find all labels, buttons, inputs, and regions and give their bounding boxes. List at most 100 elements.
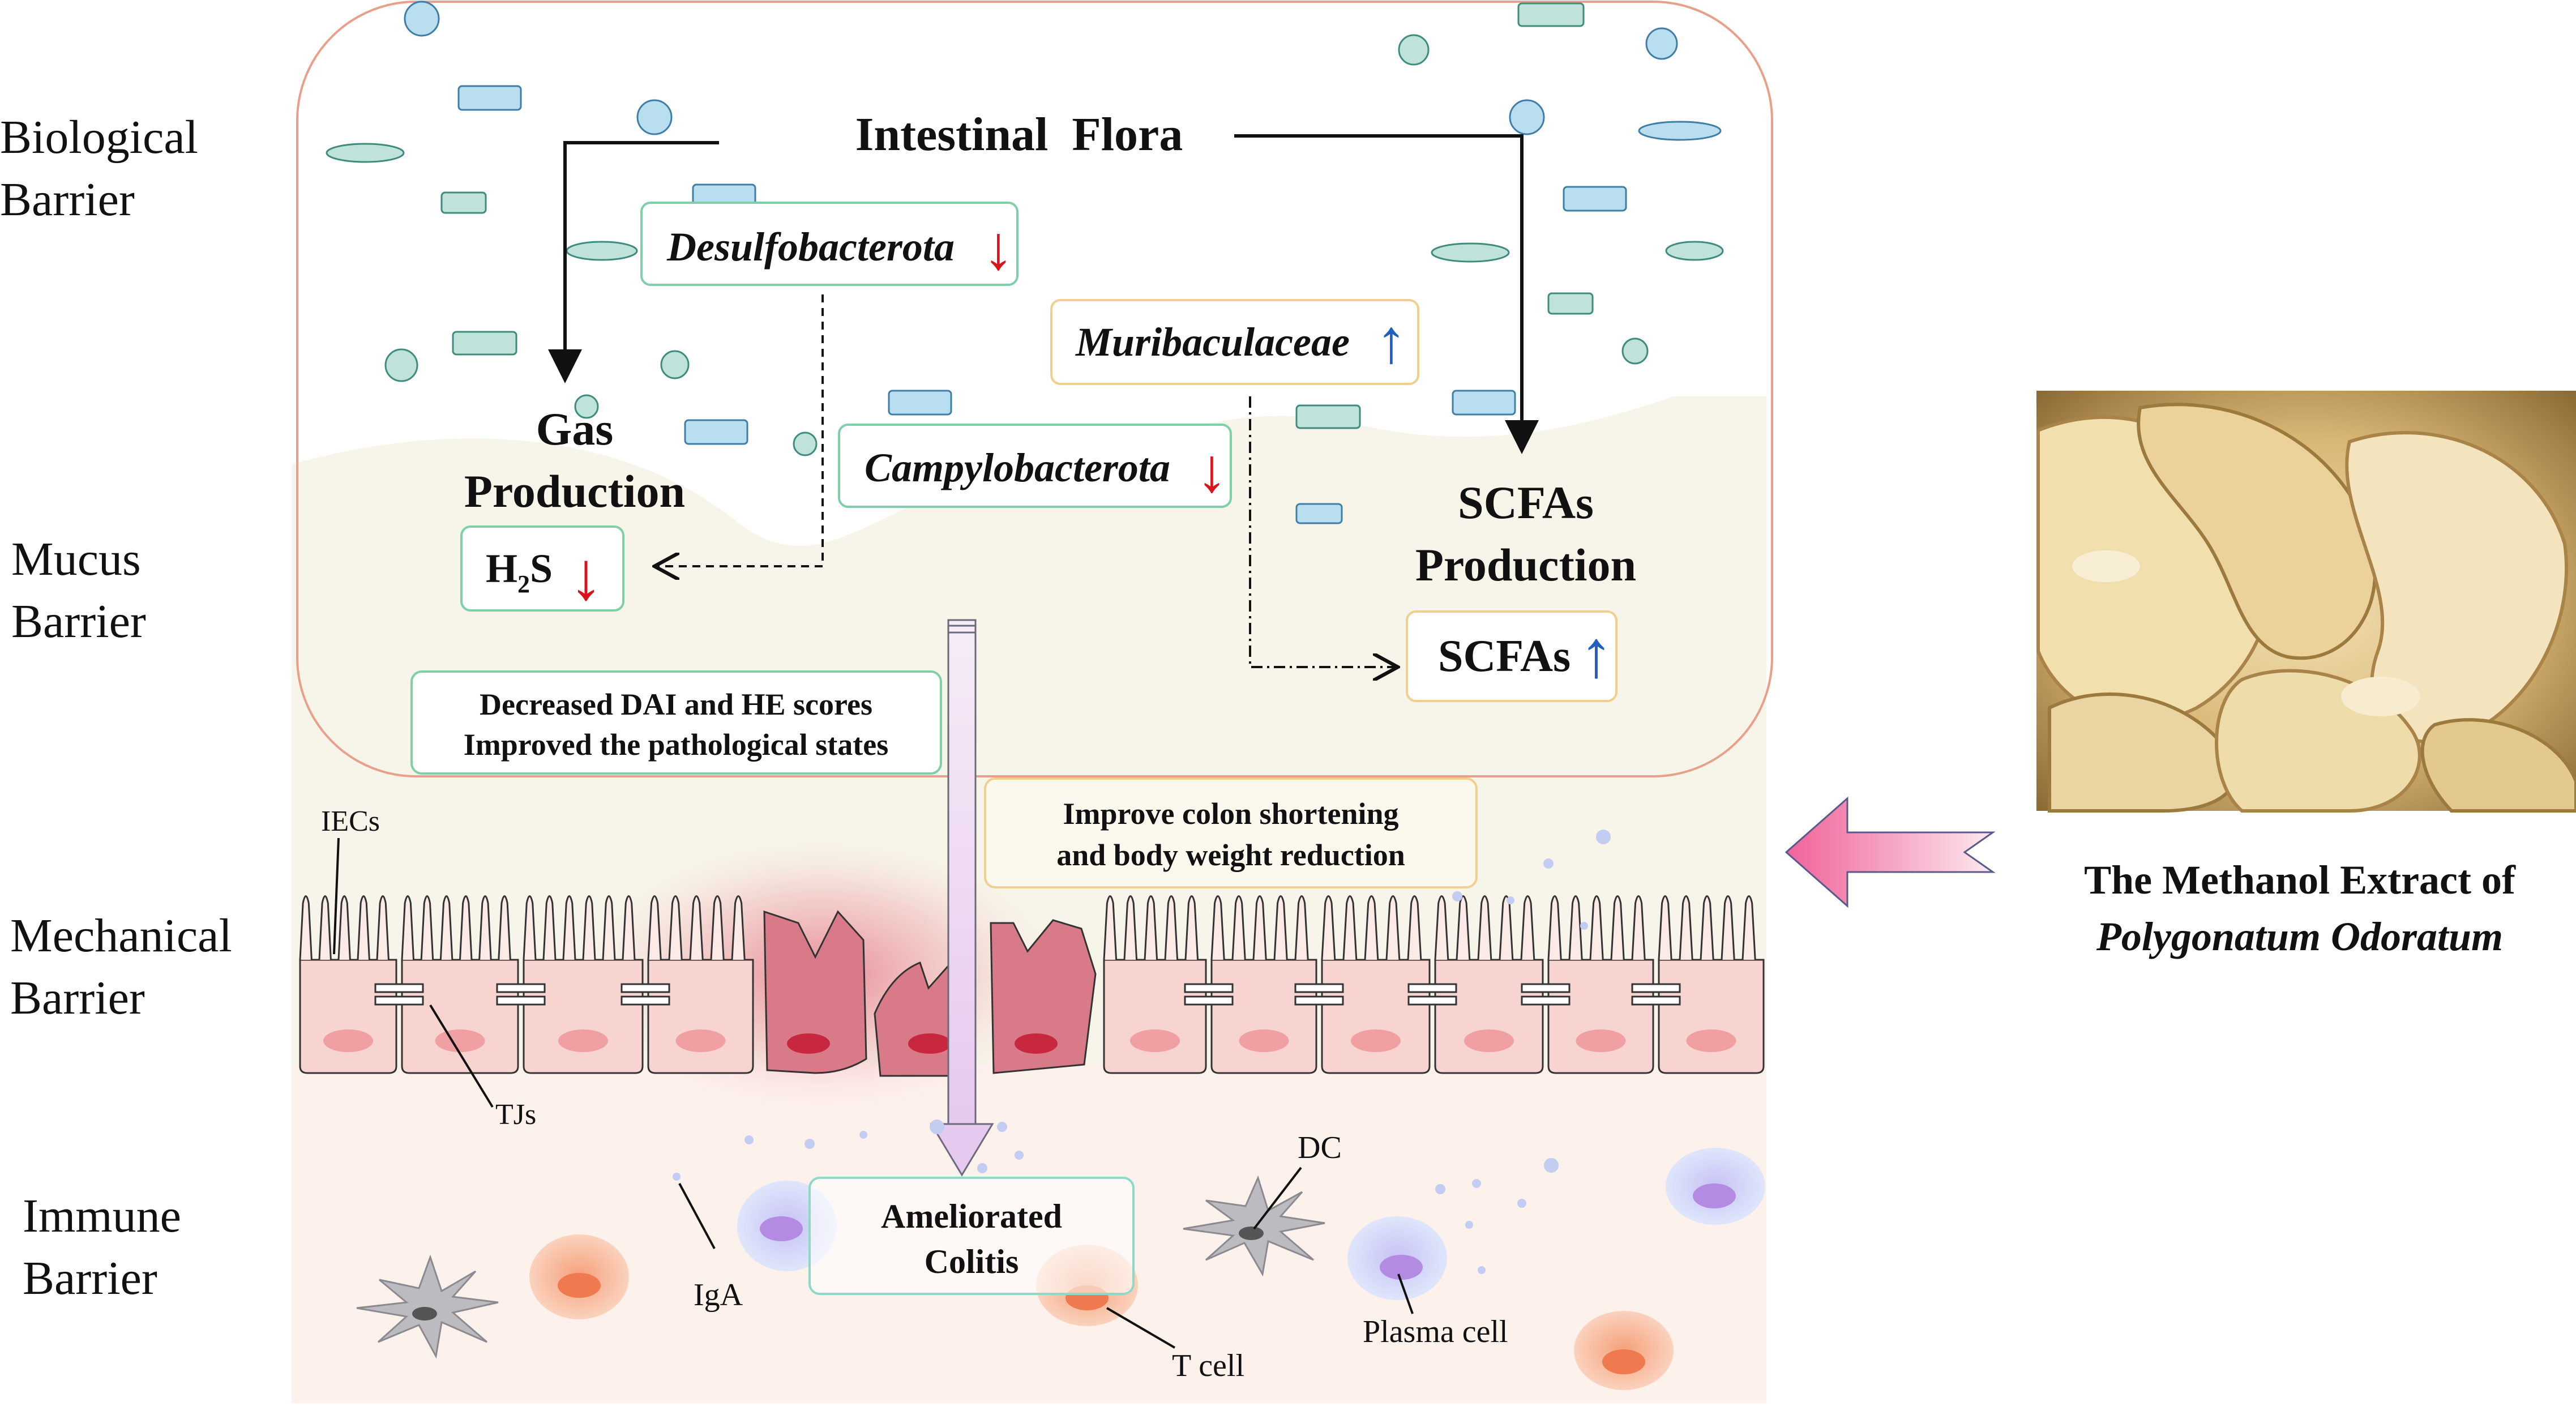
dendritic-cell (1183, 1175, 1325, 1277)
bacterium-coccus (1398, 34, 1430, 66)
tight-junction (374, 983, 424, 993)
epithelial-cell-nucleus (675, 1029, 726, 1052)
bacterium-oval (566, 241, 638, 261)
plasma-cell-pointer (1397, 1273, 1414, 1314)
tight-junction (496, 995, 546, 1006)
bacterium-rod (1517, 2, 1585, 27)
iga-pointer (678, 1183, 716, 1249)
epithelium-layer (299, 895, 1765, 1074)
epithelial-cell (1434, 959, 1544, 1074)
immune-cell-nucleus (1602, 1349, 1645, 1374)
bacterium-rod (1295, 404, 1361, 429)
gas-production-label-2: Production (464, 465, 685, 517)
bacterium-coccus (574, 394, 599, 419)
gas-production-label-1: Gas (536, 403, 614, 455)
iecs-pointer (333, 837, 340, 955)
center-flow-arrow-head (930, 1123, 994, 1177)
bacterium-rod (457, 85, 522, 111)
damaged-cell-nucleus (787, 1033, 830, 1054)
muribaculaceae-label: Muribaculaceae (1075, 319, 1350, 365)
damaged-cell-nucleus (908, 1033, 951, 1054)
microvilli (1103, 895, 1206, 961)
bacterium-rod (440, 191, 487, 214)
extract-action-arrow (1785, 796, 1996, 908)
bacterium-rod (888, 390, 952, 416)
bacterium-rod (684, 419, 748, 445)
bacterium-coccus (660, 350, 690, 379)
flora-to-gas-arrow (548, 141, 719, 383)
microvilli (523, 895, 643, 961)
immune-cell-nucleus (760, 1216, 803, 1241)
up-arrow-icon: ↑ (1580, 617, 1613, 691)
epithelial-cell (1103, 959, 1207, 1074)
bacterium-coccus (1621, 337, 1649, 365)
bacterium-oval (1431, 242, 1510, 263)
damaged-cell (763, 910, 867, 1074)
ameliorated-colitis-line-1: Ameliorated (881, 1198, 1062, 1235)
tight-junction (1521, 983, 1571, 993)
colon-improve-line-1: Improve colon shortening (1063, 797, 1398, 831)
immune-barrier-label-2: Barrier (23, 1252, 157, 1305)
epithelial-cell-nucleus (1576, 1029, 1626, 1052)
plasma-cell-nucleus (1380, 1255, 1423, 1280)
bacterium-rod (1452, 390, 1516, 416)
dai-he-line-2: Improved the pathological states (464, 728, 889, 762)
tight-junction (621, 983, 670, 993)
epithelial-cell-nucleus (435, 1029, 485, 1052)
tight-junction (374, 995, 424, 1006)
microvilli (1434, 895, 1543, 961)
epithelial-cell (1547, 959, 1654, 1074)
immune-cell-nucleus (1693, 1183, 1736, 1208)
microvilli (299, 895, 396, 961)
bacterium-rod (452, 331, 517, 356)
tight-junction (1294, 983, 1344, 993)
mucus-barrier-label-1: Mucus (11, 533, 141, 586)
microvilli (1547, 895, 1653, 961)
murib-to-scfas-dashdot-arrow (1249, 396, 1396, 667)
tight-junction (1184, 983, 1234, 993)
dai-he-line-1: Decreased DAI and HE scores (480, 687, 872, 721)
flora-to-scfa-arrow (1234, 134, 1539, 454)
epithelial-cell-nucleus (1239, 1029, 1289, 1052)
t-cell-label: T cell (1172, 1348, 1244, 1383)
epithelial-cell (523, 959, 644, 1074)
polygonatum-root-photo (2036, 391, 2576, 813)
immune-barrier-label-1: Immune (23, 1190, 181, 1242)
biological-barrier-label-2: Barrier (0, 173, 135, 226)
center-flow-arrow-shaft (947, 619, 977, 1125)
extract-title-line-2: Polygonatum Odoratum (2096, 914, 2503, 959)
scfas-production-label-2: Production (1415, 539, 1636, 591)
iga-label: IgA (694, 1277, 743, 1313)
ameliorated-colitis-box (808, 1177, 1135, 1295)
flora-container (296, 1, 1773, 777)
epithelial-cell (1658, 959, 1765, 1074)
bacterium-coccus (636, 99, 673, 135)
damaged-cell (990, 919, 1097, 1074)
epithelial-cell-nucleus (1686, 1029, 1736, 1052)
epithelial-cell (1321, 959, 1431, 1074)
epithelial-cell-nucleus (558, 1029, 608, 1052)
epithelial-cell (401, 959, 519, 1074)
campylobacterota-label: Campylobacterota (865, 445, 1170, 490)
biological-barrier-label-1: Biological (0, 111, 198, 164)
tjs-pointer (429, 1004, 494, 1108)
desulfo-to-h2s-dashed-arrow (657, 294, 824, 566)
dc-pointer (1253, 1166, 1302, 1230)
microvilli (1658, 895, 1764, 961)
iecs-label: IECs (321, 805, 380, 837)
epithelial-cell-nucleus (1464, 1029, 1514, 1052)
tight-junction (1521, 995, 1571, 1006)
ameliorated-colitis-line-2: Colitis (925, 1243, 1019, 1280)
desulfobacterota-box (640, 202, 1019, 286)
microvilli (1210, 895, 1316, 961)
colon-improve-box (984, 777, 1478, 888)
colon-improve-line-2: and body weight reduction (1056, 838, 1405, 872)
epithelial-cell-nucleus (323, 1029, 373, 1052)
bacterium-coccus (1645, 27, 1678, 60)
epithelial-cell-nucleus (1130, 1029, 1180, 1052)
dai-he-box (410, 670, 942, 775)
tight-junction (621, 995, 670, 1006)
dendritic-cell (356, 1254, 499, 1359)
